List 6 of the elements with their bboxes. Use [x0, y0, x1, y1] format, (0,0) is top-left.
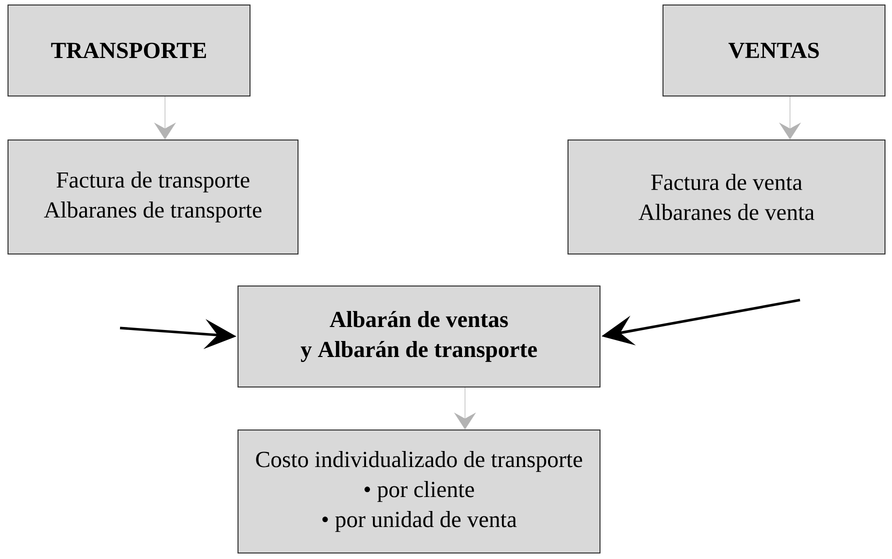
process-box: Factura de transporte Albaranes de transporte	[8, 140, 298, 254]
process-box: TRANSPORTE	[8, 4, 250, 96]
process-box: Albarán de ventas y Albarán de transporte	[238, 286, 600, 388]
process-box: Factura de venta Albaranes de venta	[568, 140, 886, 254]
process-box: Costo individualizado de transporte • por cliente • por unidad de venta	[238, 430, 600, 554]
process-box: VENTAS	[662, 4, 886, 96]
